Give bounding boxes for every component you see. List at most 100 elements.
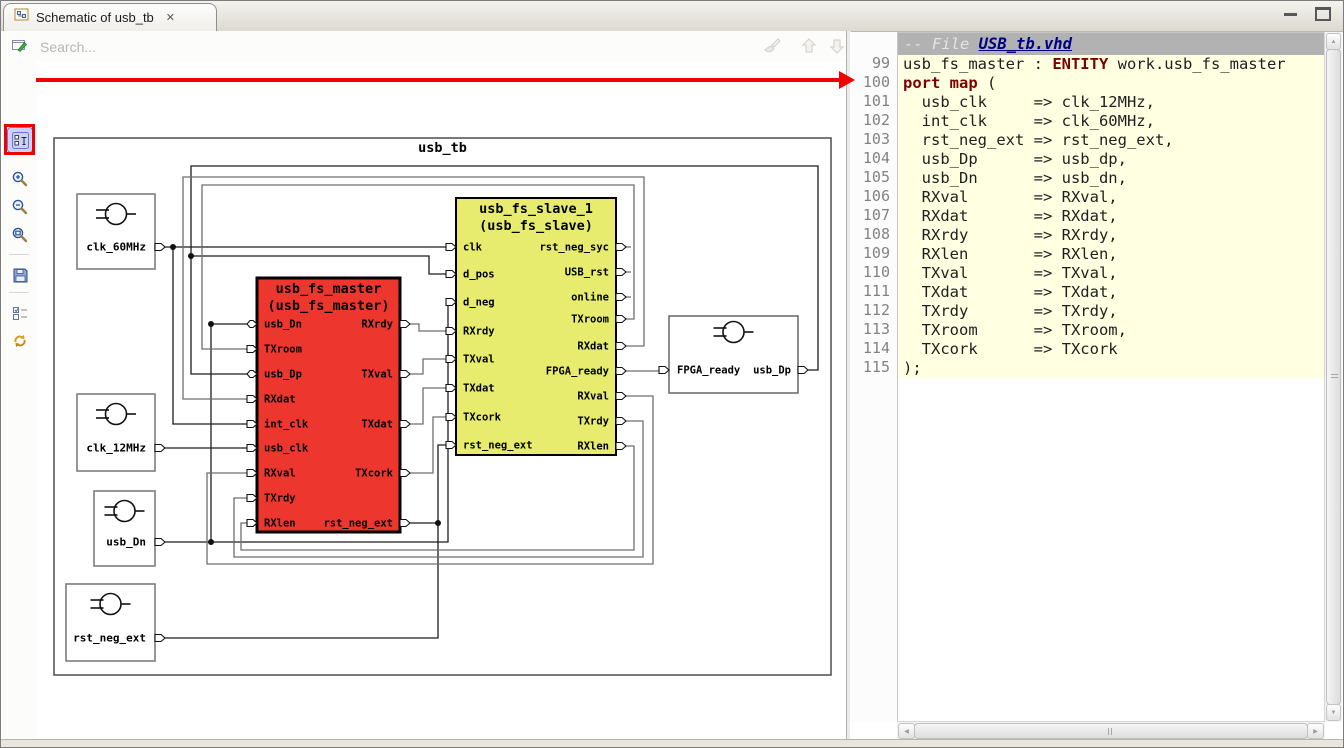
zoom-out-button[interactable] (8, 195, 32, 219)
port-marker[interactable] (246, 369, 258, 379)
port-label-online: online (571, 292, 609, 304)
line-number: 107 (862, 206, 890, 224)
tab-close-icon[interactable]: ✕ (165, 12, 176, 24)
vertical-scrollbar-thumb[interactable] (1326, 49, 1341, 705)
code-editor[interactable]: -- File USB_tb.vhd usb_fs_master : ENTIT… (897, 32, 1325, 722)
port-marker[interactable] (246, 344, 258, 354)
search-input[interactable] (38, 34, 462, 60)
zoom-fit-button[interactable] (8, 223, 32, 247)
code-line: RXval => RXval, (898, 188, 1325, 207)
port-marker[interactable] (445, 269, 457, 279)
port-label-TXrdy: TXrdy (264, 493, 296, 505)
port-label-rst_neg_ext: rst_neg_ext (323, 518, 393, 530)
vertical-scrollbar[interactable]: ▲ ▼ (1324, 32, 1342, 722)
port-marker[interactable] (154, 443, 166, 453)
port-marker[interactable] (246, 443, 258, 453)
port-marker[interactable] (445, 297, 457, 307)
port-marker[interactable] (615, 314, 627, 324)
port-marker[interactable] (399, 369, 411, 379)
port-marker[interactable] (445, 326, 457, 336)
wire-TXdat[interactable] (400, 387, 456, 425)
wire-RXdat[interactable] (182, 176, 645, 400)
port-marker[interactable] (615, 366, 627, 376)
port-marker[interactable] (445, 354, 457, 364)
wire-usb_dp[interactable] (190, 165, 819, 375)
block-clk_12MHz[interactable] (76, 393, 156, 472)
port-marker[interactable] (797, 365, 809, 375)
port-marker[interactable] (615, 341, 627, 351)
gen-label-clk_12MHz: clk_12MHz (86, 442, 146, 455)
port-marker[interactable] (615, 292, 627, 302)
block-usb_Dn[interactable] (93, 490, 156, 567)
scroll-left-arrow[interactable]: ◀ (898, 723, 915, 739)
port-label-FPGA_ready: FPGA_ready (677, 365, 741, 377)
filter-options-button[interactable] (8, 301, 32, 325)
block-usb_fs_master[interactable] (255, 276, 402, 534)
zoom-out-icon (12, 199, 28, 215)
scroll-down-arrow[interactable]: ▼ (1326, 704, 1341, 721)
splitter-handle[interactable] (846, 31, 851, 740)
wire-clk_60MHz-int_clk[interactable] (172, 247, 257, 425)
port-marker[interactable] (399, 319, 411, 329)
search-previous-icon[interactable] (801, 37, 817, 60)
port-marker[interactable] (399, 419, 411, 429)
wire-RXval[interactable] (206, 395, 654, 565)
port-marker[interactable] (615, 267, 627, 277)
port-marker[interactable] (246, 419, 258, 429)
block-usb_dp_stim[interactable] (668, 315, 799, 394)
port-marker[interactable] (615, 441, 627, 451)
file-link[interactable]: USB_tb.vhd (978, 35, 1072, 53)
zoom-in-button[interactable] (8, 167, 32, 191)
port-marker[interactable] (445, 412, 457, 422)
port-label-TXdat: TXdat (361, 419, 393, 431)
gen-label-rst_neg_ext: rst_neg_ext (73, 632, 146, 645)
port-marker[interactable] (154, 633, 166, 643)
port-marker[interactable] (246, 394, 258, 404)
wire-TXval[interactable] (400, 358, 456, 375)
scroll-up-arrow[interactable]: ▲ (1326, 33, 1341, 50)
maximize-icon[interactable] (1315, 7, 1331, 21)
port-marker[interactable] (246, 493, 258, 503)
wire-usb_dp-branch[interactable] (191, 255, 456, 275)
block-clk_60MHz[interactable] (76, 193, 156, 270)
pin-editor-icon[interactable] (11, 36, 29, 59)
horizontal-scrollbar-thumb[interactable] (914, 723, 1308, 739)
port-marker[interactable] (246, 518, 258, 528)
port-label-RXrdy: RXrdy (361, 319, 393, 331)
port-marker[interactable] (445, 242, 457, 252)
tab-title: Schematic of usb_tb (36, 10, 154, 25)
code-line: RXrdy => RXrdy, (898, 226, 1325, 245)
schematic-toolbar (1, 61, 38, 740)
port-marker[interactable] (615, 242, 627, 252)
port-marker[interactable] (615, 391, 627, 401)
port-marker[interactable] (246, 468, 258, 478)
refresh-button[interactable] (8, 329, 32, 353)
save-button[interactable] (8, 263, 32, 287)
port-label-RXlen: RXlen (577, 441, 609, 453)
block-rst_neg_ext[interactable] (65, 583, 156, 662)
wire-RXlen[interactable] (240, 445, 635, 551)
port-marker[interactable] (445, 440, 457, 450)
tab-schematic[interactable]: Schematic of usb_tb ✕ (3, 3, 217, 31)
horizontal-scrollbar[interactable]: ◀ ▶ (897, 721, 1325, 740)
port-marker[interactable] (399, 468, 411, 478)
block-usb_fs_slave_1[interactable] (455, 197, 617, 456)
wire-TXroom[interactable] (201, 184, 635, 350)
port-marker[interactable] (154, 242, 166, 252)
port-marker[interactable] (154, 537, 166, 547)
clock-source-icon (713, 320, 754, 344)
clear-search-icon[interactable] (763, 37, 783, 58)
port-marker[interactable] (445, 383, 457, 393)
port-marker[interactable] (399, 518, 411, 528)
scroll-right-arrow[interactable]: ▶ (1307, 723, 1324, 739)
search-next-icon[interactable] (829, 37, 845, 60)
port-marker[interactable] (615, 416, 627, 426)
wire-TXrdy[interactable] (233, 420, 644, 558)
port-marker[interactable] (246, 319, 258, 329)
port-marker[interactable] (658, 365, 670, 375)
wire-TXcork[interactable] (400, 416, 456, 474)
link-with-editor-button[interactable] (7, 127, 33, 153)
link-with-editor-icon (11, 131, 29, 149)
minimize-icon[interactable] (1284, 13, 1297, 16)
